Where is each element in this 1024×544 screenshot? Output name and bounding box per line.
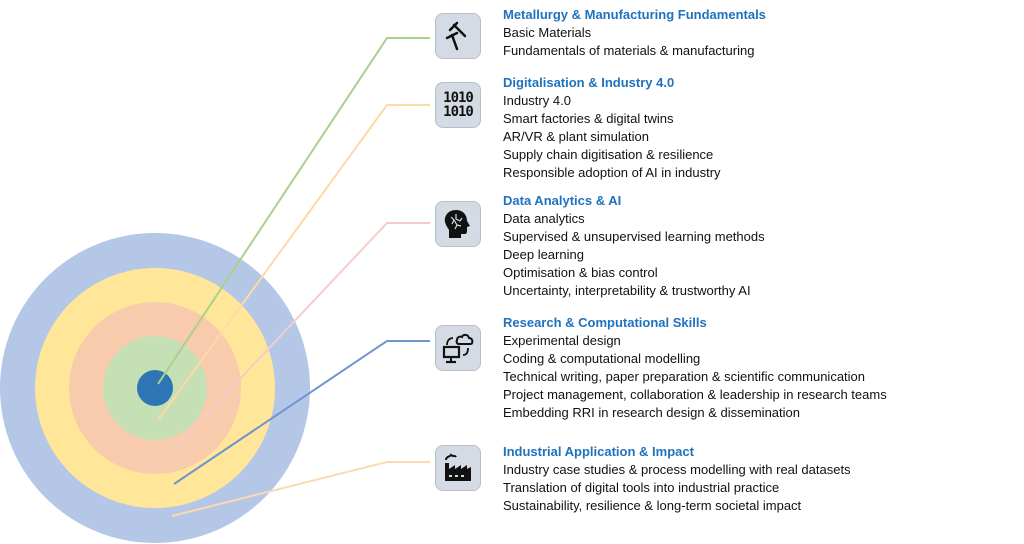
connector-industrial [171, 461, 430, 517]
section-item: Translation of digital tools into indust… [503, 480, 780, 495]
section-title: Industrial Application & Impact [503, 444, 694, 459]
binary-row: 1010 [443, 104, 474, 120]
connector-digitalisation [157, 104, 430, 421]
factory-icon [445, 453, 471, 481]
computer-cloud-sync-icon [442, 333, 474, 364]
hammer-tools-icon [445, 21, 467, 51]
section-industrial: Industrial Application & Impact Industry… [503, 443, 851, 515]
section-item: Supervised & unsupervised learning metho… [503, 229, 765, 244]
section-item: Project management, collaboration & lead… [503, 387, 887, 402]
section-item: AR/VR & plant simulation [503, 129, 649, 144]
section-item: Fundamentals of materials & manufacturin… [503, 43, 755, 58]
section-research: Research & Computational Skills Experime… [503, 314, 887, 422]
connector-data-analytics [172, 222, 430, 451]
section-icon-box [435, 445, 481, 491]
section-item: Experimental design [503, 333, 621, 348]
section-item: Industry case studies & process modellin… [503, 462, 851, 477]
section-data-analytics: Data Analytics & AI Data analytics Super… [503, 192, 765, 300]
section-item: Deep learning [503, 247, 584, 262]
section-item: Basic Materials [503, 25, 592, 40]
section-item: Coding & computational modelling [503, 351, 701, 366]
section-icon-box [435, 325, 481, 371]
section-title: Research & Computational Skills [503, 315, 707, 330]
section-item: Data analytics [503, 211, 585, 226]
section-item: Sustainability, resilience & long-term s… [503, 498, 802, 513]
section-icon-box [435, 13, 481, 59]
section-digitalisation: Digitalisation & Industry 4.0 Industry 4… [503, 74, 721, 182]
connector-metallurgy [157, 37, 430, 385]
section-item: Embedding RRI in research design & disse… [503, 405, 800, 420]
section-item: Smart factories & digital twins [503, 111, 674, 126]
section-item: Responsible adoption of AI in industry [503, 165, 721, 180]
section-item: Industry 4.0 [503, 93, 571, 108]
section-metallurgy: Metallurgy & Manufacturing Fundamentals … [503, 6, 766, 60]
section-title: Metallurgy & Manufacturing Fundamentals [503, 7, 766, 22]
brain-head-icon [444, 210, 470, 238]
section-item: Optimisation & bias control [503, 265, 658, 280]
binary-code-icon: 1010 1010 [443, 90, 474, 120]
section-title: Data Analytics & AI [503, 193, 622, 208]
section-item: Supply chain digitisation & resilience [503, 147, 714, 162]
section-item: Technical writing, paper preparation & s… [503, 369, 866, 384]
section-title: Digitalisation & Industry 4.0 [503, 75, 675, 90]
binary-row: 1010 [443, 90, 474, 106]
section-icon-box [435, 201, 481, 247]
section-icon-box: 1010 1010 [435, 82, 481, 128]
ring-core [137, 370, 173, 406]
section-item: Uncertainty, interpretability & trustwor… [503, 283, 751, 298]
connector-research [173, 340, 430, 485]
